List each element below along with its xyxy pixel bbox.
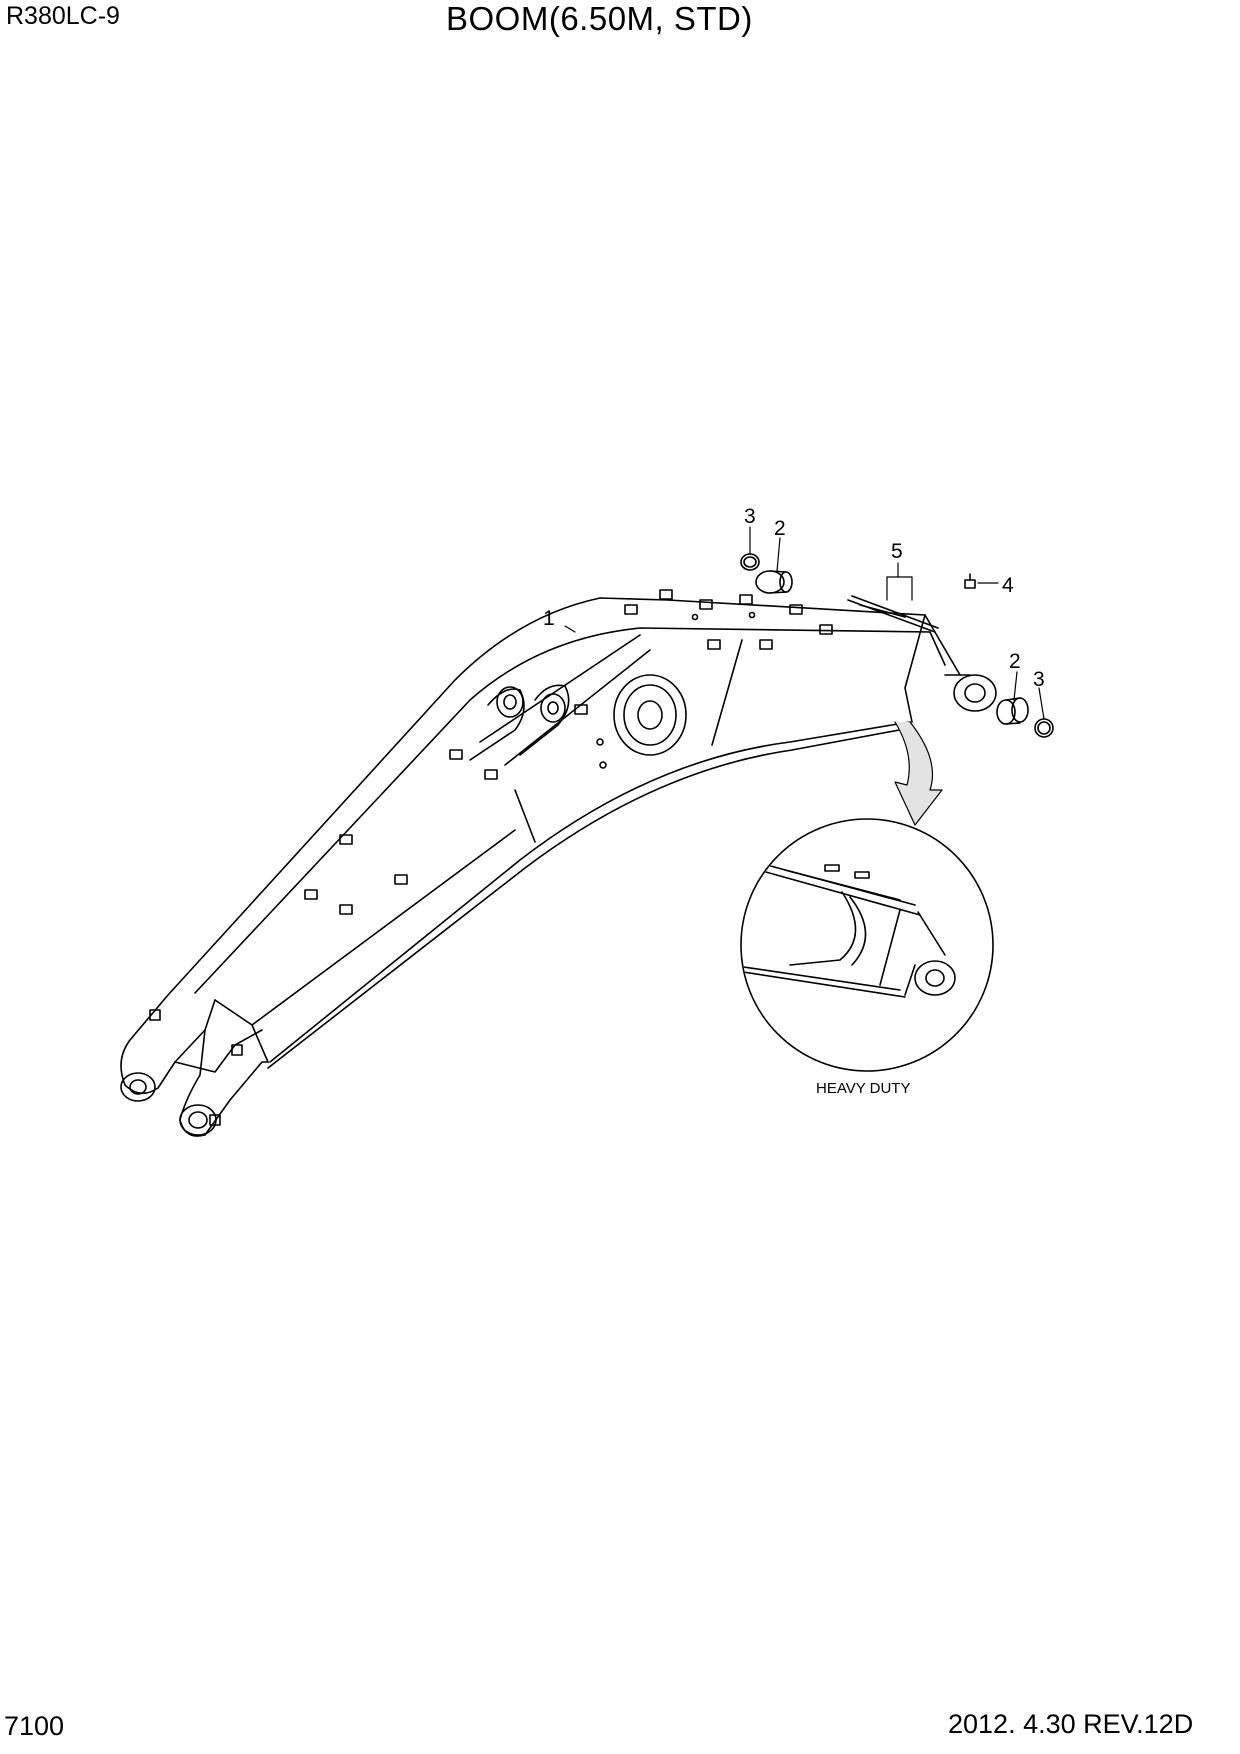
revision-date: 2012. 4.30 REV.12D [948,1709,1194,1739]
callout-snap-ring-lower: 3 [1033,668,1045,691]
page-number: 7100 [4,1711,65,1741]
detail-view-heavy-duty [740,818,994,1072]
callout-plates: 5 [891,540,903,563]
bushing-lower [996,697,1029,725]
grease-fitting [964,573,976,589]
page-title: BOOM(6.50M, STD) [446,0,753,37]
callout-bushing-lower: 2 [1009,650,1021,673]
detail-arrow [894,721,943,826]
boom [120,589,997,1137]
bushing-upper [755,570,793,594]
callout-grease-fitting: 4 [1002,574,1014,597]
callout-boom: 1 [543,607,555,630]
callout-bushing-upper: 2 [774,517,786,540]
callout-snap-ring-upper: 3 [744,505,756,528]
model-number: R380LC-9 [6,2,120,30]
detail-label: HEAVY DUTY [816,1080,910,1097]
